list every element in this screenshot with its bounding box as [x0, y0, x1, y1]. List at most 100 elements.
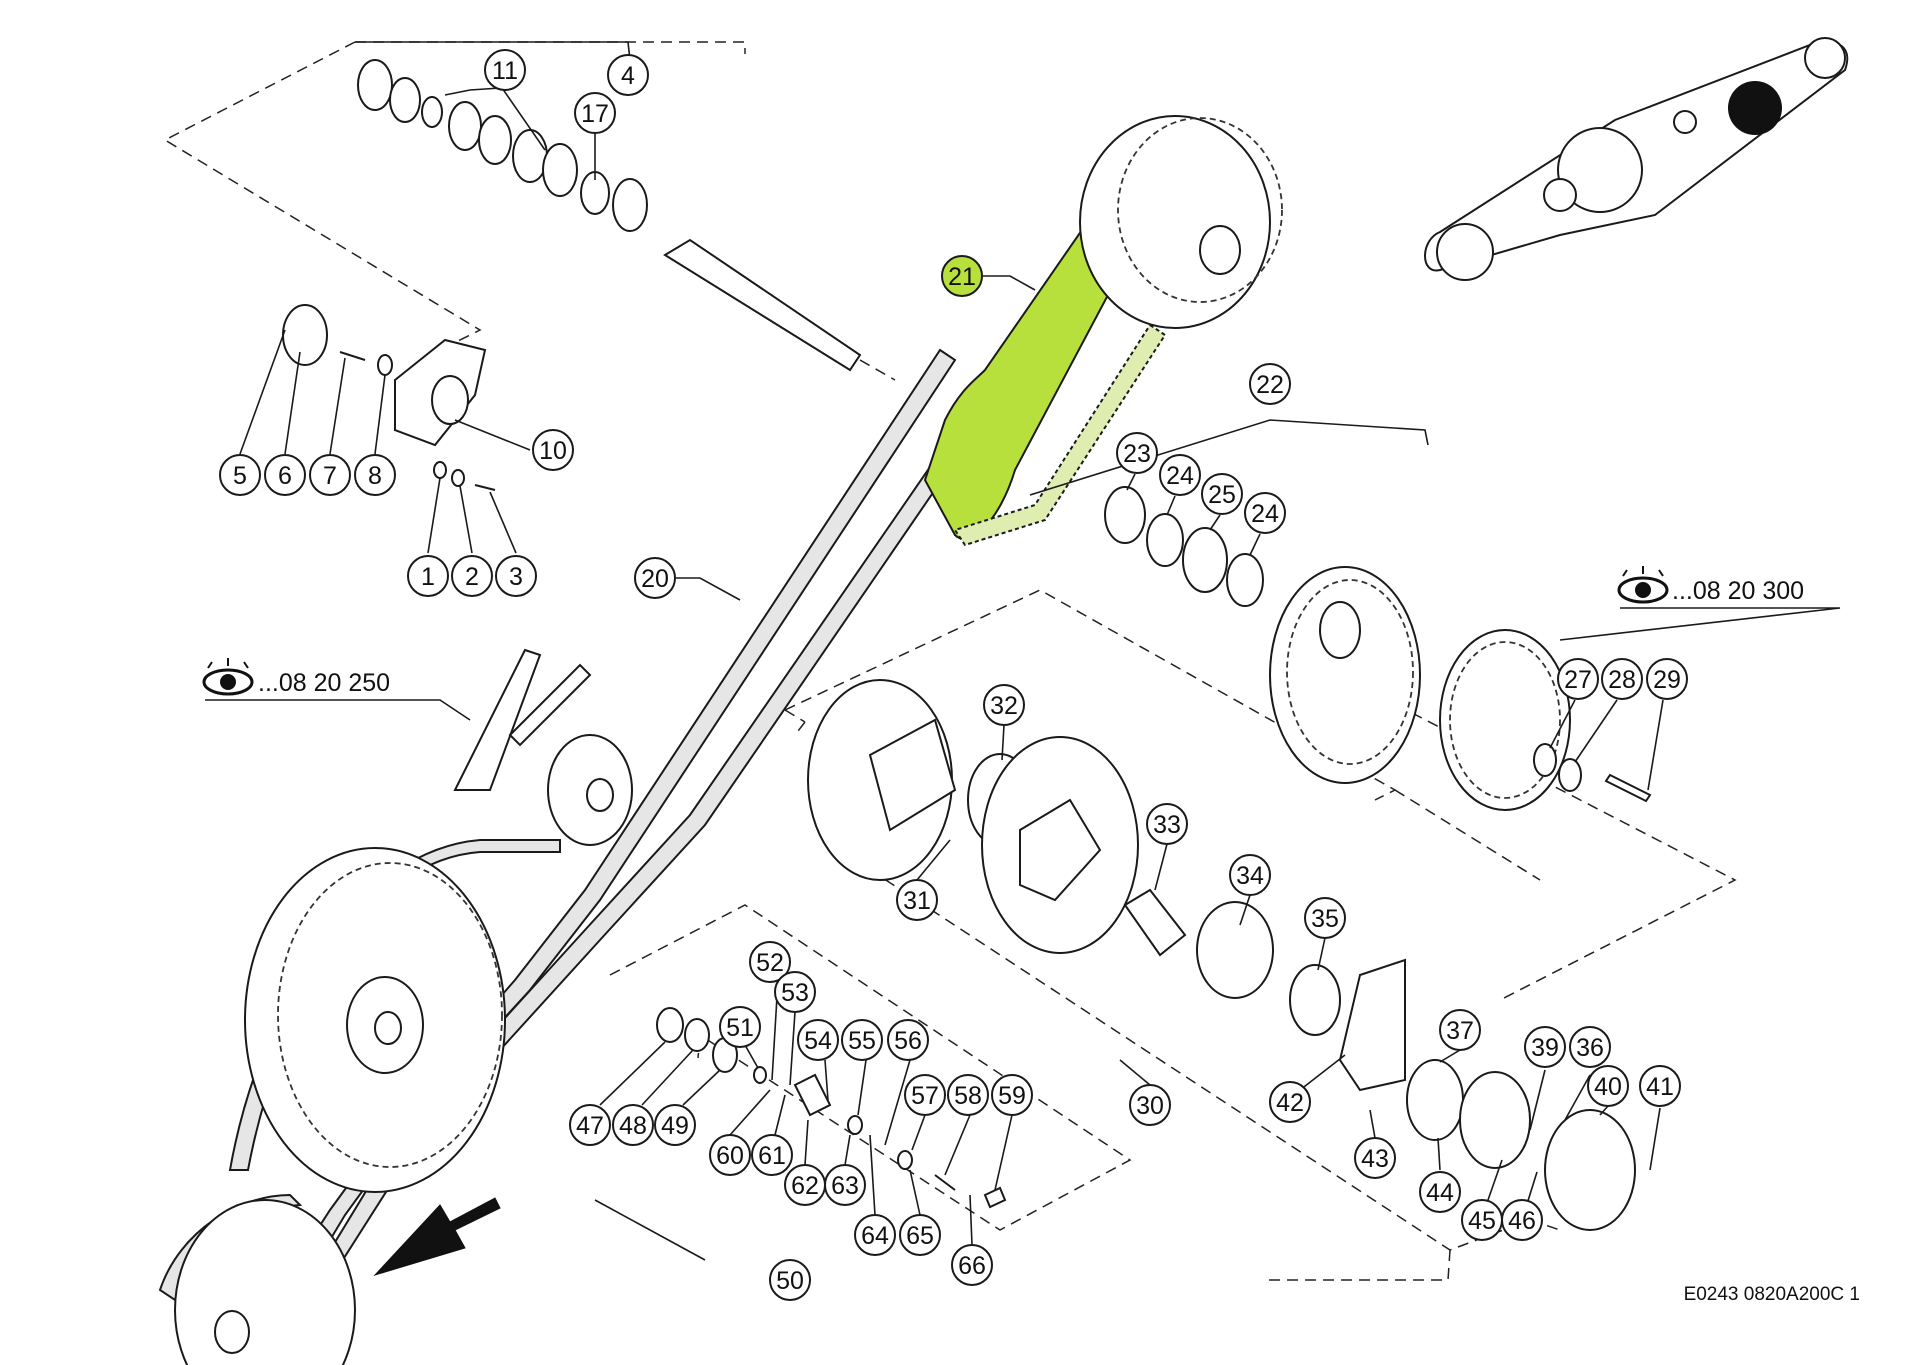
callout-c57[interactable]: 57 — [904, 1074, 946, 1116]
callout-c24a[interactable]: 24 — [1159, 454, 1201, 496]
callout-c65[interactable]: 65 — [899, 1214, 941, 1256]
callout-c44[interactable]: 44 — [1419, 1171, 1461, 1213]
leader-62 — [804, 1119, 809, 1166]
fixed-disc-hub — [868, 718, 957, 832]
callout-c61[interactable]: 61 — [751, 1134, 793, 1176]
callout-c53[interactable]: 53 — [774, 971, 816, 1013]
callout-c47[interactable]: 47 — [569, 1104, 611, 1146]
callout-c29[interactable]: 29 — [1646, 658, 1688, 700]
callout-c31[interactable]: 31 — [896, 879, 938, 921]
upper-pulley-outer — [1079, 115, 1271, 329]
callout-c24b[interactable]: 24 — [1244, 492, 1286, 534]
callout-c36[interactable]: 36 — [1569, 1026, 1611, 1068]
callout-c27[interactable]: 27 — [1557, 658, 1599, 700]
tensioner-pulley-hub — [586, 778, 614, 812]
callout-c55[interactable]: 55 — [841, 1019, 883, 1061]
callout-c66[interactable]: 66 — [951, 1244, 993, 1286]
large-pulley-center — [374, 1011, 402, 1045]
leader-21 — [983, 275, 1036, 291]
callout-c32[interactable]: 32 — [983, 684, 1025, 726]
leader-43 — [1369, 1109, 1376, 1139]
leader-7 — [329, 357, 346, 455]
callout-c8[interactable]: 8 — [354, 454, 396, 496]
nut-57 — [897, 1150, 913, 1170]
reference-note-1[interactable]: ...08 20 250 — [202, 658, 390, 697]
callout-c6[interactable]: 6 — [264, 454, 306, 496]
disc-39 — [1459, 1071, 1531, 1169]
callout-c51[interactable]: 51 — [719, 1006, 761, 1048]
callout-c39[interactable]: 39 — [1524, 1026, 1566, 1068]
variator-assembly — [807, 679, 1636, 1231]
callout-c30[interactable]: 30 — [1129, 1084, 1171, 1126]
svg-text:3: 3 — [509, 563, 523, 591]
svg-text:56: 56 — [894, 1027, 922, 1055]
callout-c5[interactable]: 5 — [219, 454, 261, 496]
callout-c28[interactable]: 28 — [1601, 658, 1643, 700]
leader-61 — [774, 1094, 786, 1136]
callout-c60[interactable]: 60 — [709, 1134, 751, 1176]
callout-c54[interactable]: 54 — [797, 1019, 839, 1061]
leader-60 — [729, 1089, 771, 1136]
leader-28 — [1574, 699, 1618, 763]
callout-c63[interactable]: 63 — [824, 1164, 866, 1206]
shaft-centerline — [859, 359, 896, 381]
housing-bore — [431, 375, 469, 425]
callout-c50[interactable]: 50 — [769, 1259, 811, 1301]
variable-pulley — [1104, 486, 1652, 811]
svg-text:17: 17 — [581, 100, 609, 128]
svg-text:29: 29 — [1653, 666, 1681, 694]
callout-c22[interactable]: 22 — [1249, 363, 1291, 405]
callout-c35[interactable]: 35 — [1304, 897, 1346, 939]
callout-c4[interactable]: 4 — [607, 54, 649, 96]
callout-c21[interactable]: 21 — [941, 255, 983, 297]
svg-text:37: 37 — [1446, 1017, 1474, 1045]
callout-c33[interactable]: 33 — [1146, 803, 1188, 845]
small-ring — [421, 96, 443, 128]
arrow-icon — [373, 1197, 501, 1277]
callout-c20[interactable]: 20 — [634, 557, 676, 599]
callout-c23[interactable]: 23 — [1116, 432, 1158, 474]
svg-text:34: 34 — [1236, 862, 1264, 890]
large-pulley — [244, 847, 506, 1193]
leader-37 — [1439, 1049, 1461, 1063]
group-boundary-4 — [163, 41, 746, 361]
callout-c48[interactable]: 48 — [612, 1104, 654, 1146]
callout-c17[interactable]: 17 — [574, 92, 616, 134]
callout-c49[interactable]: 49 — [654, 1104, 696, 1146]
callout-c3[interactable]: 3 — [495, 555, 537, 597]
group-boundary-50 — [609, 904, 1132, 1231]
svg-text:30: 30 — [1136, 1092, 1164, 1120]
callout-c62[interactable]: 62 — [784, 1164, 826, 1206]
callout-c64[interactable]: 64 — [854, 1214, 896, 1256]
callout-c10[interactable]: 10 — [532, 429, 574, 471]
callout-c1[interactable]: 1 — [407, 555, 449, 597]
callout-c45[interactable]: 45 — [1461, 1199, 1503, 1241]
leader-1 — [427, 477, 441, 554]
svg-text:63: 63 — [831, 1172, 859, 1200]
callout-c34[interactable]: 34 — [1229, 854, 1271, 896]
callout-c59[interactable]: 59 — [991, 1074, 1033, 1116]
svg-text:35: 35 — [1311, 905, 1339, 933]
reference-note-2[interactable]: ...08 20 300 — [1617, 566, 1804, 605]
svg-text:49: 49 — [661, 1112, 689, 1140]
callout-c2[interactable]: 2 — [451, 555, 493, 597]
callout-c40[interactable]: 40 — [1587, 1065, 1629, 1107]
leader-63 — [844, 1134, 851, 1166]
callout-c42[interactable]: 42 — [1269, 1081, 1311, 1123]
callout-c56[interactable]: 56 — [887, 1019, 929, 1061]
svg-text:65: 65 — [906, 1222, 934, 1250]
svg-text:1: 1 — [421, 563, 435, 591]
callout-c46[interactable]: 46 — [1501, 1199, 1543, 1241]
callout-c11[interactable]: 11 — [484, 49, 526, 91]
leader-20 — [676, 577, 741, 601]
callout-c41[interactable]: 41 — [1639, 1065, 1681, 1107]
callout-c7[interactable]: 7 — [309, 454, 351, 496]
callout-c58[interactable]: 58 — [947, 1074, 989, 1116]
callout-c43[interactable]: 43 — [1354, 1137, 1396, 1179]
callout-c25[interactable]: 25 — [1201, 473, 1243, 515]
svg-text:36: 36 — [1576, 1034, 1604, 1062]
callout-c52[interactable]: 52 — [749, 941, 791, 983]
callout-c37[interactable]: 37 — [1439, 1009, 1481, 1051]
washer-1 — [433, 461, 447, 479]
